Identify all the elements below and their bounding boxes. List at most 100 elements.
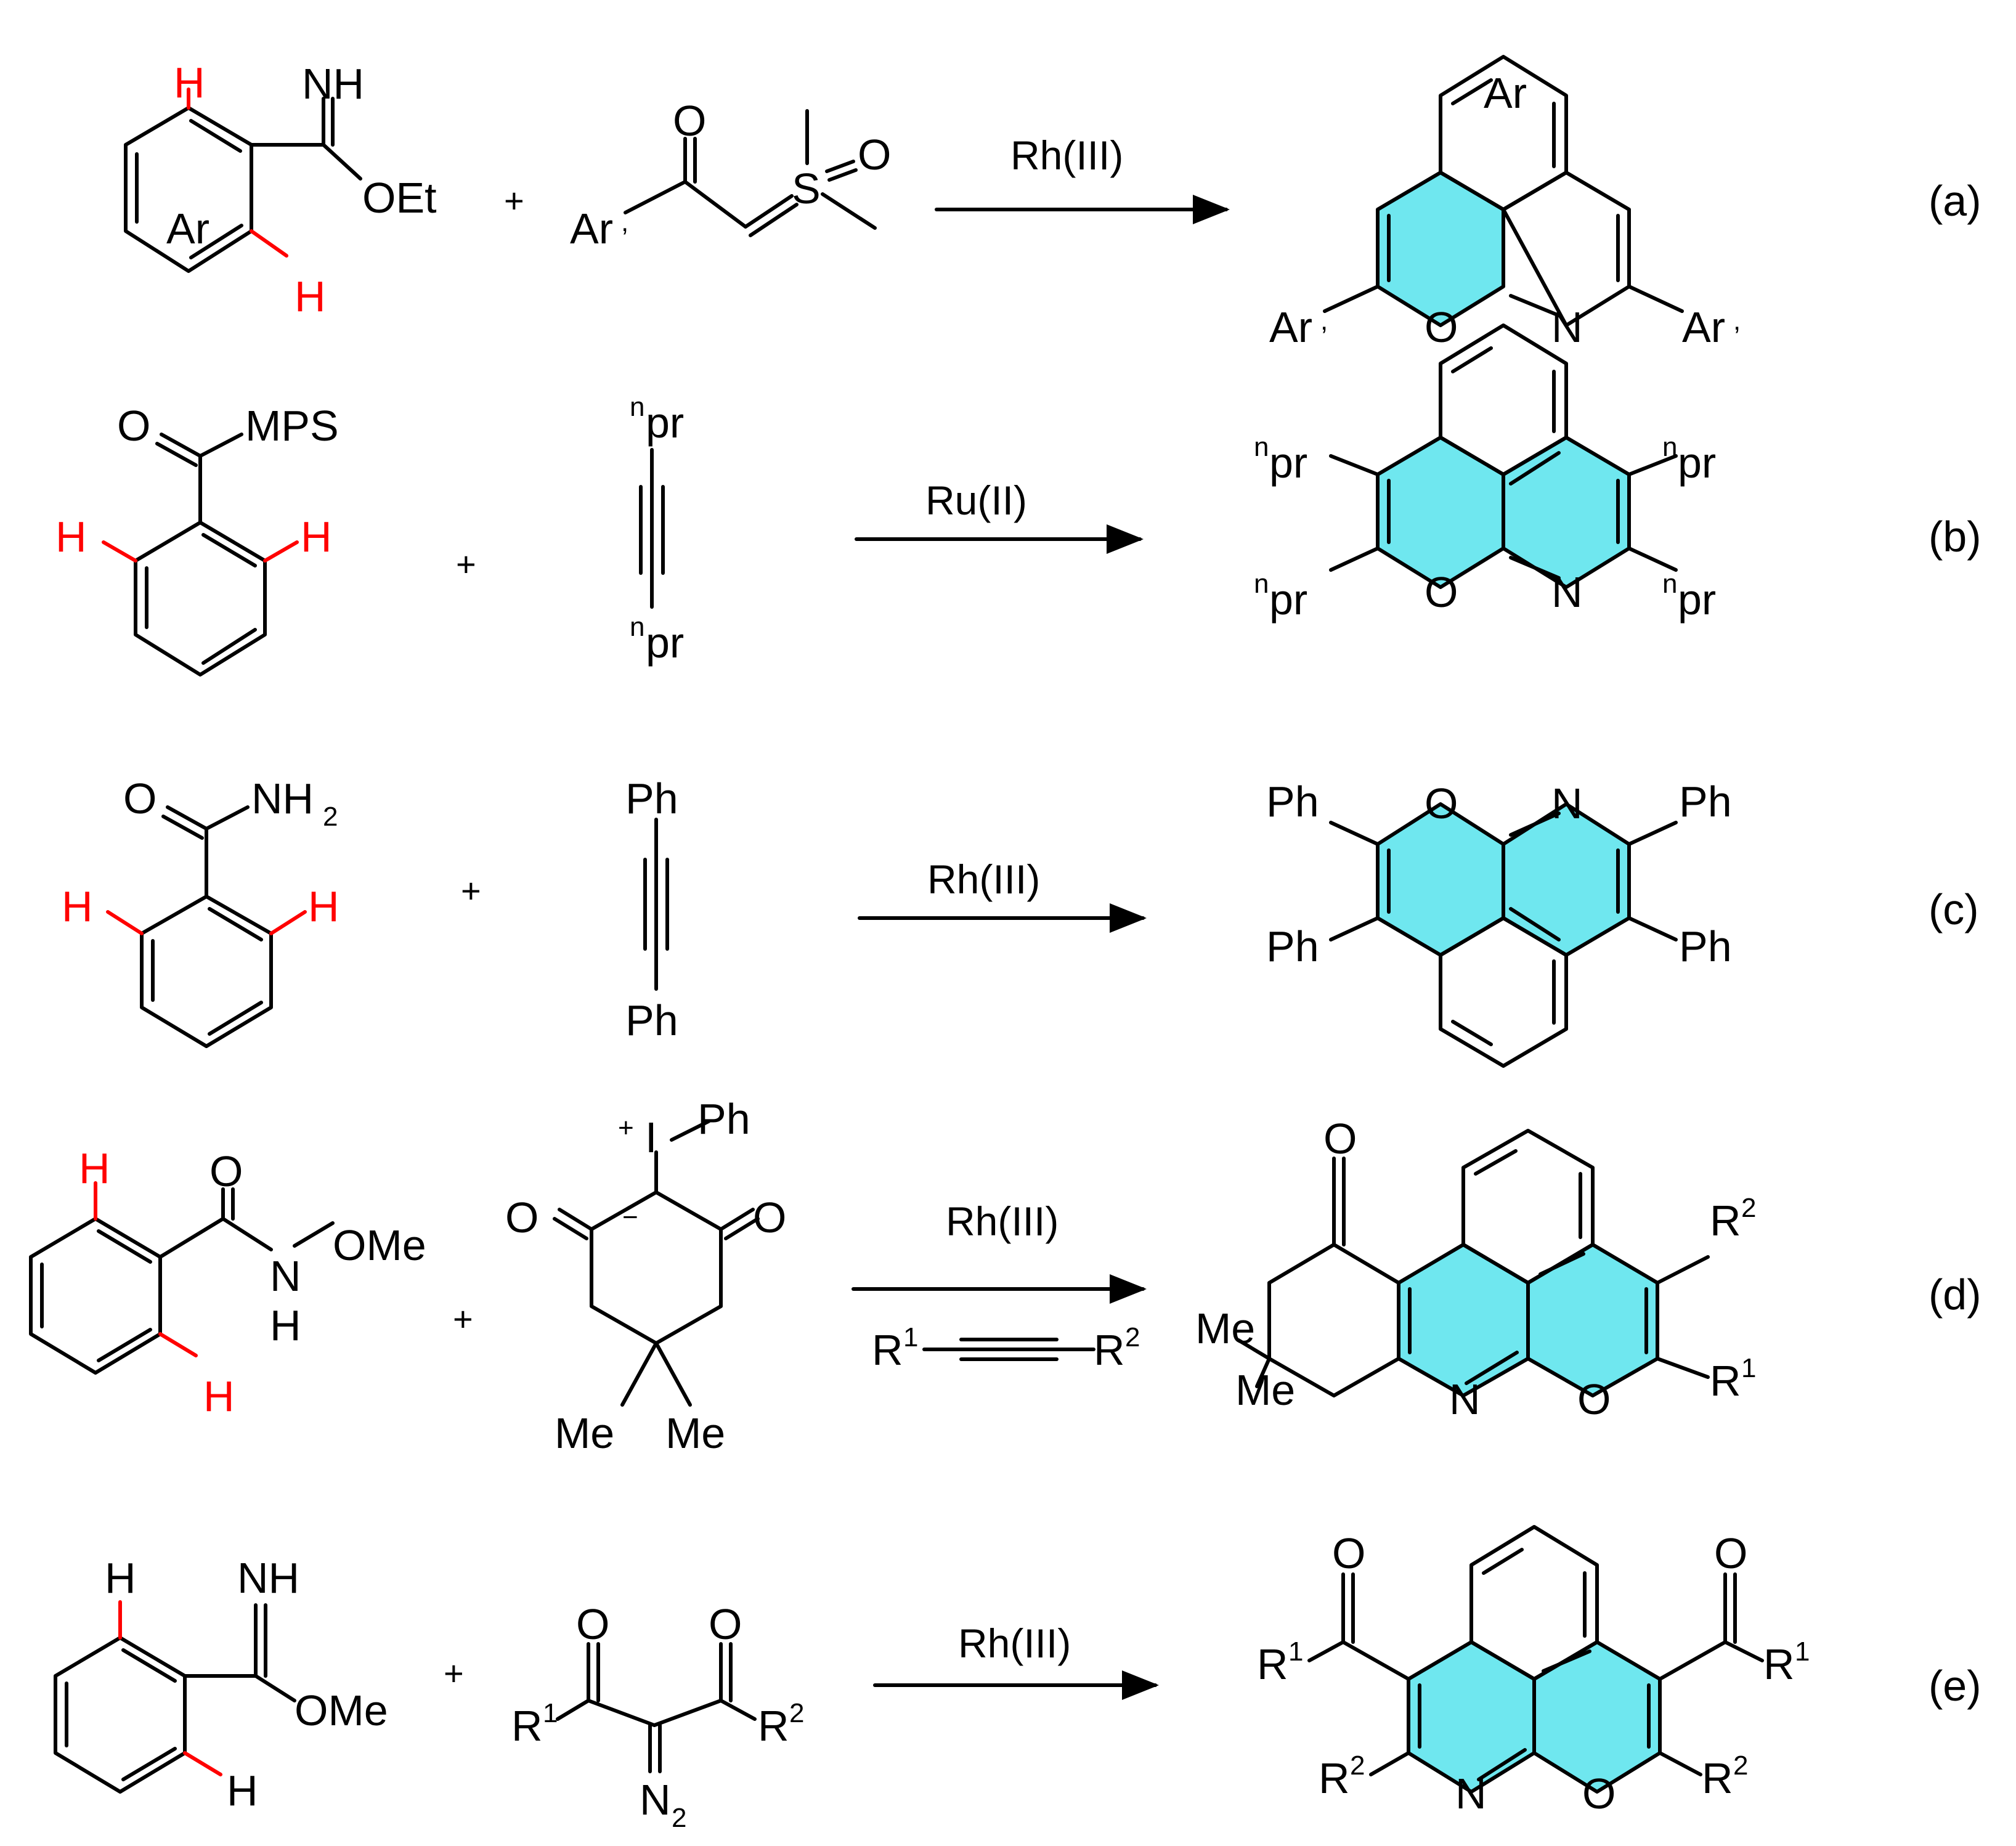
n-prefix: n (630, 612, 644, 642)
reactive-hydrogen: H (295, 272, 326, 320)
superscript-2: 2 (1350, 1750, 1365, 1781)
aryl-substituent: Ar (1682, 303, 1725, 351)
reaction-arrow-e: Rh(III) (873, 1620, 1159, 1700)
highlighted-pyridine-ring (1397, 1243, 1529, 1397)
diazo-nitrogen: N (640, 1776, 671, 1824)
reactive-ch-bond (183, 1751, 222, 1776)
plus-sign: + (461, 871, 481, 910)
ring-oxygen: O (1425, 568, 1458, 616)
phenyl-group: Ph (1679, 778, 1732, 826)
methyl-group: Me (665, 1409, 725, 1457)
prime-mark: , (1320, 306, 1328, 336)
row-e: H H NH OMe + O O R 1 R 2 N 2 (54, 1525, 1981, 1833)
catalyst-label: Rh(III) (927, 856, 1040, 902)
reactive-hydrogen: H (55, 513, 87, 561)
ring-oxygen: O (1582, 1770, 1616, 1818)
product-d: O N O Me Me R 2 R 1 (1195, 1115, 1756, 1423)
aryl-group: Ar (570, 205, 613, 253)
r2-group: R (1319, 1754, 1350, 1802)
superscript-1: 1 (903, 1322, 918, 1352)
r2-group: R (1710, 1197, 1741, 1245)
r1-group: R (1763, 1640, 1795, 1688)
plus-sign: + (444, 1654, 464, 1693)
catalyst-label: Ru(II) (925, 478, 1027, 523)
carbonyl-oxygen: O (576, 1600, 609, 1648)
plus-sign: + (456, 545, 476, 583)
ketone-oxygen: O (1714, 1529, 1747, 1577)
superscript-2: 2 (1733, 1750, 1748, 1781)
ring-nitrogen: N (1551, 303, 1583, 351)
highlighted-pyran-ring (1376, 171, 1505, 327)
iodine-atom: I (645, 1113, 657, 1161)
plus-charge: + (618, 1113, 634, 1143)
hydrogen: H (227, 1767, 258, 1815)
ring-nitrogen: N (1551, 779, 1583, 827)
dimedone-ring (590, 1190, 723, 1345)
carbonyl-oxygen: O (709, 1600, 742, 1648)
imine-nh: NH (302, 60, 364, 108)
reactive-hydrogen: H (79, 1144, 110, 1192)
carbonyl-oxygen: O (209, 1147, 243, 1195)
reaction-arrow-a: Rh(III) (935, 132, 1230, 224)
reactive-ch-bond (269, 910, 307, 935)
carbonyl-oxygen: O (123, 775, 156, 823)
reaction-arrow-d: Rh(III) R 1 R 2 (852, 1198, 1147, 1374)
phenyl-group: Ph (1679, 922, 1732, 970)
superscript-2: 2 (1125, 1322, 1140, 1352)
reaction-arrow-b: Ru(II) (855, 478, 1144, 554)
reactive-hydrogen: H (203, 1372, 235, 1420)
minus-charge: − (622, 1202, 638, 1232)
reaction-label-c: (c) (1929, 885, 1979, 933)
superscript-1: 1 (1288, 1637, 1303, 1667)
reaction-label-d: (d) (1929, 1271, 1981, 1319)
reactive-ch-bond (102, 540, 137, 563)
benzene-ring (134, 521, 267, 677)
superscript-1: 1 (1741, 1353, 1756, 1383)
catalyst-label: Rh(III) (946, 1198, 1059, 1244)
reactive-ch-bond (158, 1332, 198, 1357)
row-a: Ar H H NH OEt + O Ar , S O Rh(III) (124, 55, 1981, 351)
superscript-2: 2 (1741, 1193, 1756, 1223)
ring-oxygen: O (1425, 303, 1458, 351)
product-e: O O R 1 R 1 N O R 2 R 2 (1257, 1525, 1810, 1818)
ethoxy-group: OEt (362, 174, 437, 222)
ketone-oxygen: O (1332, 1529, 1365, 1577)
r1-group: R (1257, 1640, 1288, 1688)
reactive-ch-bond (106, 910, 144, 935)
superscript-2: 2 (789, 1698, 804, 1728)
catalyst-label: Rh(III) (1010, 132, 1123, 178)
ring-oxygen: O (1425, 779, 1458, 827)
amide-nitrogen: N (270, 1252, 301, 1300)
phenyl-group: Ph (625, 775, 678, 823)
sulfoxide-oxygen: O (858, 131, 891, 179)
ring-label-ar: Ar (166, 205, 209, 253)
imine-nh: NH (237, 1554, 299, 1602)
row-b: O MPS H H + n pr n pr Ru(II) (55, 323, 1981, 677)
propyl-group: pr (1269, 575, 1307, 624)
sulfur-atom: S (792, 165, 821, 213)
carbonyl-oxygen: O (117, 402, 150, 450)
carbonyl-oxygen: O (673, 97, 706, 145)
n-prefix: n (1662, 569, 1677, 599)
product-a: Ar O N Ar , Ar , (1269, 55, 1741, 351)
highlighted-pyridine-ring (1502, 436, 1630, 589)
ring-label-ar: Ar (1484, 69, 1527, 117)
benzene-ring (54, 1636, 187, 1794)
highlighted-pyran-ring (1376, 436, 1505, 589)
n-prefix: n (1254, 432, 1269, 462)
mps-group: MPS (245, 402, 339, 450)
prime-mark: , (1733, 306, 1741, 336)
n-prefix: n (1662, 432, 1677, 462)
carbonyl-oxygen: O (753, 1193, 786, 1242)
ketone-oxygen: O (1323, 1115, 1357, 1163)
ring-nitrogen: N (1551, 568, 1583, 616)
start-material-d: O N H OMe H H (29, 1144, 426, 1420)
start-material-c: O NH 2 H H (62, 775, 339, 1048)
methyl-group: Me (1235, 1366, 1295, 1414)
amide-nh: NH (251, 775, 314, 823)
reaction-arrow-c: Rh(III) (858, 856, 1147, 933)
r2-group: R (758, 1702, 789, 1750)
propyl-group: pr (1269, 439, 1307, 487)
phenyl-group: Ph (697, 1095, 750, 1143)
